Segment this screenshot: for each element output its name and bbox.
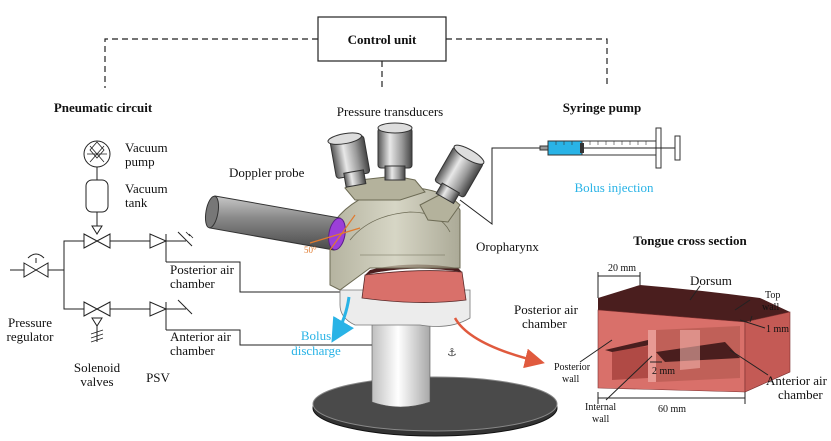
pressure-regulator-label-1: Pressure — [8, 315, 52, 330]
solenoid-valves-label-2: valves — [80, 374, 113, 389]
bolus-discharge-label-1: Bolus — [301, 328, 331, 343]
vacuum-pump-label-2: pump — [125, 154, 155, 169]
dim-60mm-label: 60 mm — [658, 404, 686, 415]
doppler-probe-icon — [204, 195, 346, 251]
internal-wall-label-2: wall — [592, 414, 609, 425]
top-wall-label-2: wall — [762, 302, 779, 313]
cs-posterior-air-chamber-label-2: chamber — [522, 316, 567, 331]
vacuum-tank-label-2: tank — [125, 195, 148, 210]
cs-anterior-air-chamber-label-2: chamber — [778, 387, 823, 402]
cs-anterior-air-chamber-label-1: Anterior air — [766, 373, 828, 388]
psv-bottom-icon — [149, 299, 193, 317]
tongue-cross-section-title: Tongue cross section — [633, 233, 747, 248]
swallowing-simulator: 50° ⚓ — [204, 122, 558, 437]
bolus-injection-label: Bolus injection — [574, 180, 654, 195]
control-connections — [104, 38, 608, 90]
anterior-air-chamber-label-2: chamber — [170, 343, 215, 358]
cs-posterior-air-chamber-label-1: Posterior air — [514, 302, 579, 317]
dorsum-label: Dorsum — [690, 273, 732, 288]
control-unit-label: Control unit — [348, 32, 417, 47]
bolus-discharge-label-2: discharge — [291, 343, 341, 358]
pressure-regulator-label-2: regulator — [7, 329, 55, 344]
psv-label: PSV — [146, 370, 170, 385]
anterior-air-chamber-label-1: Anterior air — [170, 329, 232, 344]
posterior-air-chamber-label-1: Posterior air — [170, 262, 235, 277]
syringe-pump-title: Syringe pump — [563, 100, 641, 115]
vacuum-pump-icon — [83, 140, 111, 168]
vacuum-tank-icon — [85, 179, 109, 213]
doppler-probe-label: Doppler probe — [229, 165, 305, 180]
psv-top-icon — [149, 231, 194, 249]
posterior-air-chamber-label-2: chamber — [170, 276, 215, 291]
control-unit: Control unit — [317, 16, 447, 62]
pressure-regulator-icon — [10, 253, 49, 278]
posterior-wall-label-2: wall — [562, 374, 579, 385]
pressure-transducer-2-icon — [377, 122, 413, 181]
dim-2mm-label: 2 mm — [652, 366, 675, 377]
probe-angle-label: 50° — [304, 245, 317, 255]
dim-1mm-label: 1 mm — [766, 324, 789, 335]
pressure-transducers-label: Pressure transducers — [337, 104, 444, 119]
solenoid-valve-bottom-icon — [83, 301, 111, 343]
oropharynx-label: Oropharynx — [476, 239, 539, 254]
syringe-pump-icon — [459, 127, 681, 225]
solenoid-valves-label-1: Solenoid — [74, 360, 121, 375]
anchor-icon: ⚓ — [447, 346, 457, 359]
solenoid-valve-top-icon — [83, 225, 111, 249]
pneumatic-circuit-title: Pneumatic circuit — [54, 100, 153, 115]
pressure-transducer-1-icon — [327, 132, 371, 188]
pressure-transducer-3-icon — [434, 144, 485, 205]
posterior-wall-label-1: Posterior — [554, 362, 591, 373]
tongue-cross-section — [579, 272, 791, 404]
vacuum-tank-label-1: Vacuum — [125, 181, 168, 196]
vacuum-pump-label-1: Vacuum — [125, 140, 168, 155]
top-wall-label-1: Top — [765, 290, 780, 301]
internal-wall-label-1: Internal — [585, 402, 616, 413]
pneumatic-circuit: Vacuum pump Vacuum tank — [7, 140, 421, 389]
dim-20mm-label: 20 mm — [608, 263, 636, 274]
